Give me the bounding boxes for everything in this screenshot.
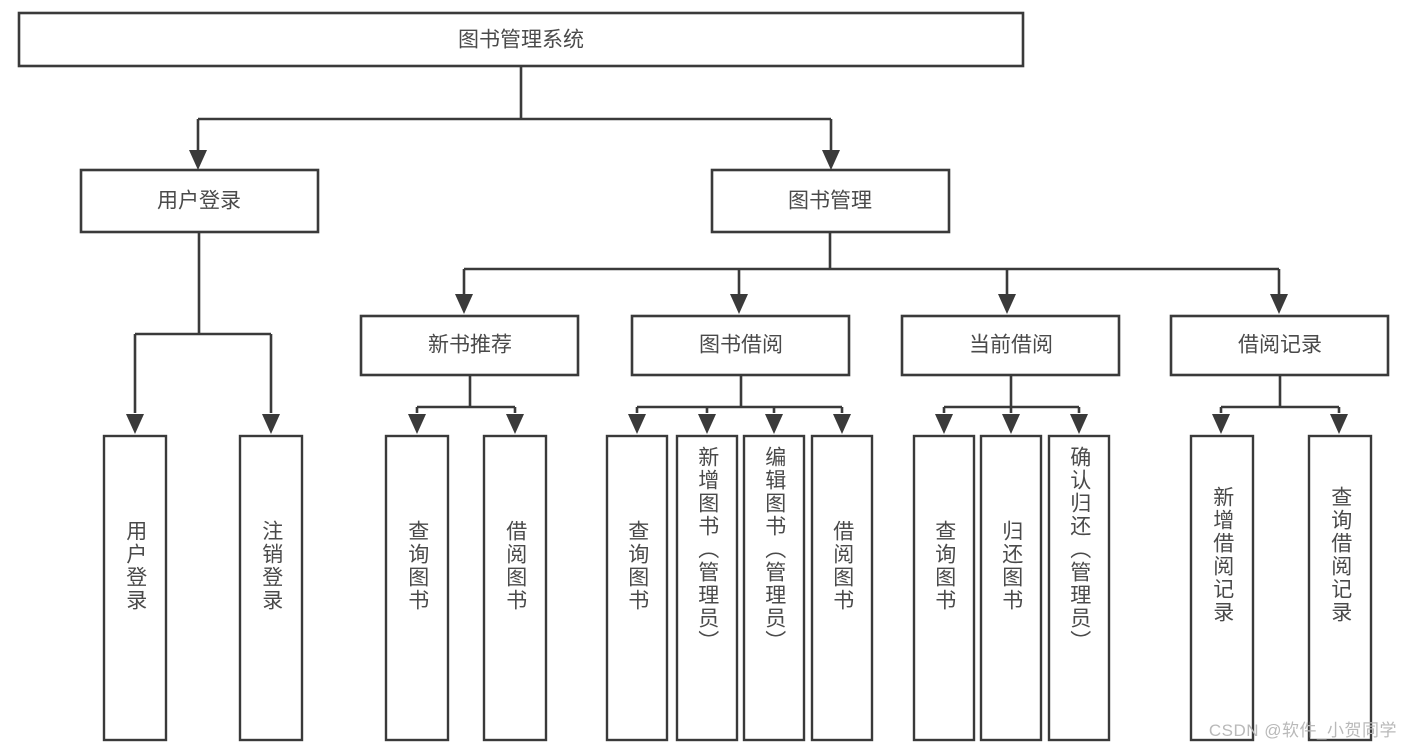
arrowhead-icon (765, 414, 783, 434)
node-new-book-recommend[interactable]: 新书推荐 (359, 314, 580, 377)
connector-newbook-to-leaves (408, 375, 524, 434)
leaf-box-borrow-book-1[interactable] (482, 434, 548, 742)
node-book-manage-label: 图书管理 (788, 190, 872, 213)
node-root-box (17, 11, 1025, 68)
node-borrow-record-label: 借阅记录 (1238, 334, 1322, 357)
connector-userlogin-to-leaves (126, 232, 280, 434)
node-book-manage[interactable]: 图书管理 (710, 168, 951, 234)
node-new-book-recommend-label: 新书推荐 (428, 334, 512, 357)
arrowhead-icon (698, 414, 716, 434)
leaf-box-borrow-book-2[interactable] (810, 434, 874, 742)
node-current-borrow[interactable]: 当前借阅 (900, 314, 1121, 377)
arrowhead-icon (189, 150, 207, 170)
arrowhead-icon (935, 414, 953, 434)
connector-borrowrecord-to-leaves (1212, 375, 1348, 434)
leaf-box-user-logout[interactable] (238, 434, 304, 742)
arrowhead-icon (1212, 414, 1230, 434)
node-book-borrow-label: 图书借阅 (699, 334, 783, 357)
csdn-watermark: CSDN @软件_小贺同学 (1208, 721, 1397, 740)
leaf-box-query-book-1[interactable] (384, 434, 450, 742)
node-root[interactable]: 图书管理系统 (17, 11, 1025, 68)
leaf-box-confirm-return[interactable] (1047, 434, 1111, 742)
arrowhead-icon (408, 414, 426, 434)
arrowhead-icon (822, 150, 840, 170)
arrowhead-icon (628, 414, 646, 434)
arrowhead-icon (126, 414, 144, 434)
leaf-box-query-record[interactable] (1307, 434, 1373, 742)
arrowhead-icon (1002, 414, 1020, 434)
leaf-box-query-book-3[interactable] (912, 434, 976, 742)
leaf-box-user-login[interactable] (102, 434, 168, 742)
node-current-borrow-label: 当前借阅 (969, 334, 1053, 357)
node-new-book-recommend-box (359, 314, 580, 377)
arrowhead-icon (730, 294, 748, 314)
arrowhead-icon (262, 414, 280, 434)
connector-currentborrow-to-leaves (935, 375, 1088, 434)
arrowhead-icon (998, 294, 1016, 314)
arrowhead-icon (833, 414, 851, 434)
leaf-box-edit-book[interactable] (742, 434, 806, 742)
leaf-box-add-record[interactable] (1189, 434, 1255, 742)
arrowhead-icon (1070, 414, 1088, 434)
leaf-box-query-book-2[interactable] (605, 434, 669, 742)
leaf-box-return-book[interactable] (979, 434, 1043, 742)
connector-bookmanage-to-level3 (455, 232, 1288, 314)
node-book-borrow[interactable]: 图书借阅 (630, 314, 851, 377)
arrowhead-icon (1270, 294, 1288, 314)
arrowhead-icon (506, 414, 524, 434)
node-user-login-box (79, 168, 320, 234)
connector-bookborrow-to-leaves (628, 375, 851, 434)
connector-root-to-level2 (189, 66, 840, 170)
node-root-label: 图书管理系统 (458, 29, 584, 52)
arrowhead-icon (455, 294, 473, 314)
node-current-borrow-box (900, 314, 1121, 377)
leaf-boxes (102, 434, 1373, 742)
node-user-login[interactable]: 用户登录 (79, 168, 320, 234)
leaf-box-add-book[interactable] (675, 434, 739, 742)
node-user-login-label: 用户登录 (157, 190, 241, 213)
arrowhead-icon (1330, 414, 1348, 434)
node-borrow-record[interactable]: 借阅记录 (1169, 314, 1390, 377)
